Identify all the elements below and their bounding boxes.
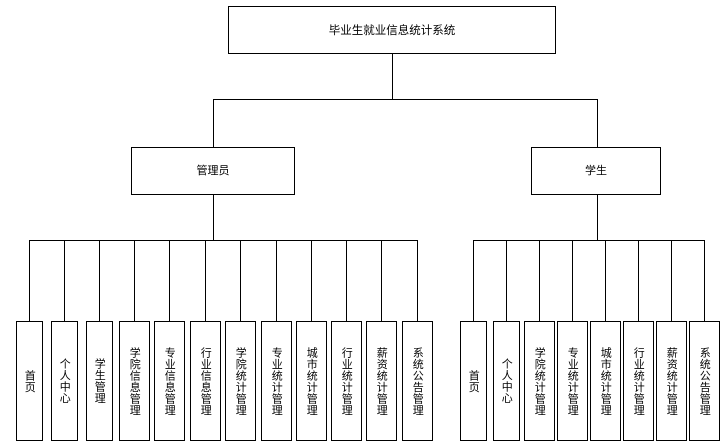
connector-admin-leaf-10 — [381, 240, 382, 321]
root-node: 毕业生就业信息统计系统 — [228, 6, 556, 54]
connector-root-down — [392, 54, 393, 99]
branch-node-admin: 管理员 — [131, 147, 295, 195]
leaf-node-admin-8-label: 城市统计管理 — [305, 346, 319, 416]
connector-admin-leaf-9 — [346, 240, 347, 321]
connector-admin-bus — [29, 240, 417, 241]
leaf-node-student-4: 城市统计管理 — [590, 321, 621, 441]
connector-admin-leaf-7 — [276, 240, 277, 321]
leaf-node-admin-6: 学院统计管理 — [225, 321, 256, 441]
leaf-node-admin-3: 学院信息管理 — [119, 321, 150, 441]
connector-student-leaf-4 — [605, 240, 606, 321]
connector-admin-leaf-3 — [134, 240, 135, 321]
leaf-node-admin-8: 城市统计管理 — [296, 321, 327, 441]
connector-admin-stem — [213, 195, 214, 240]
leaf-node-student-5-label: 行业统计管理 — [632, 346, 646, 416]
leaf-node-admin-9-label: 行业统计管理 — [340, 346, 354, 416]
leaf-node-student-1: 个人中心 — [493, 321, 520, 441]
connector-admin-leaf-11 — [417, 240, 418, 321]
leaf-node-admin-11: 系统公告管理 — [402, 321, 433, 441]
leaf-node-student-5: 行业统计管理 — [623, 321, 654, 441]
connector-student-leaf-0 — [473, 240, 474, 321]
leaf-node-admin-0: 首页 — [16, 321, 43, 441]
leaf-node-admin-1: 个人中心 — [51, 321, 78, 441]
leaf-node-student-4-label: 城市统计管理 — [599, 346, 613, 416]
connector-admin-leaf-8 — [311, 240, 312, 321]
connector-admin-down — [213, 99, 214, 147]
leaf-node-student-7-label: 系统公告管理 — [698, 346, 712, 416]
leaf-node-admin-4: 专业信息管理 — [154, 321, 185, 441]
leaf-node-student-6-label: 薪资统计管理 — [665, 346, 679, 416]
leaf-node-student-2-label: 学院统计管理 — [533, 346, 547, 416]
leaf-node-admin-5-label: 行业信息管理 — [199, 346, 213, 416]
leaf-node-admin-6-label: 学院统计管理 — [234, 346, 248, 416]
connector-student-leaf-3 — [572, 240, 573, 321]
leaf-node-student-1-label: 个人中心 — [500, 358, 514, 404]
connector-student-stem — [597, 195, 598, 240]
connector-student-leaf-1 — [506, 240, 507, 321]
leaf-node-admin-7-label: 专业统计管理 — [270, 346, 284, 416]
connector-student-bus — [473, 240, 705, 241]
connector-admin-leaf-0 — [29, 240, 30, 321]
branch-node-student: 学生 — [531, 147, 661, 195]
connector-admin-leaf-2 — [99, 240, 100, 321]
connector-student-leaf-2 — [539, 240, 540, 321]
leaf-node-admin-10-label: 薪资统计管理 — [375, 346, 389, 416]
leaf-node-admin-2-label: 学生管理 — [93, 358, 107, 404]
root-node-label: 毕业生就业信息统计系统 — [328, 22, 456, 37]
connector-student-leaf-6 — [671, 240, 672, 321]
leaf-node-student-6: 薪资统计管理 — [656, 321, 687, 441]
leaf-node-student-0-label: 首页 — [467, 369, 481, 393]
leaf-node-admin-0-label: 首页 — [23, 369, 37, 393]
leaf-node-admin-11-label: 系统公告管理 — [411, 346, 425, 416]
connector-admin-leaf-1 — [64, 240, 65, 321]
connector-level2-bus — [213, 99, 598, 100]
connector-student-leaf-5 — [638, 240, 639, 321]
leaf-node-admin-4-label: 专业信息管理 — [163, 346, 177, 416]
branch-node-admin-label: 管理员 — [196, 164, 230, 178]
connector-admin-leaf-6 — [240, 240, 241, 321]
leaf-node-student-0: 首页 — [460, 321, 487, 441]
connector-admin-leaf-5 — [205, 240, 206, 321]
leaf-node-student-3: 专业统计管理 — [557, 321, 588, 441]
connector-admin-leaf-4 — [169, 240, 170, 321]
leaf-node-student-3-label: 专业统计管理 — [566, 346, 580, 416]
leaf-node-admin-5: 行业信息管理 — [190, 321, 221, 441]
connector-student-down — [597, 99, 598, 147]
leaf-node-admin-3-label: 学院信息管理 — [128, 346, 142, 416]
leaf-node-admin-10: 薪资统计管理 — [366, 321, 397, 441]
leaf-node-student-7: 系统公告管理 — [689, 321, 720, 441]
connector-student-leaf-7 — [704, 240, 705, 321]
leaf-node-admin-7: 专业统计管理 — [261, 321, 292, 441]
leaf-node-admin-9: 行业统计管理 — [331, 321, 362, 441]
leaf-node-student-2: 学院统计管理 — [524, 321, 555, 441]
leaf-node-admin-1-label: 个人中心 — [58, 358, 72, 404]
branch-node-student-label: 学生 — [585, 164, 607, 178]
leaf-node-admin-2: 学生管理 — [86, 321, 113, 441]
